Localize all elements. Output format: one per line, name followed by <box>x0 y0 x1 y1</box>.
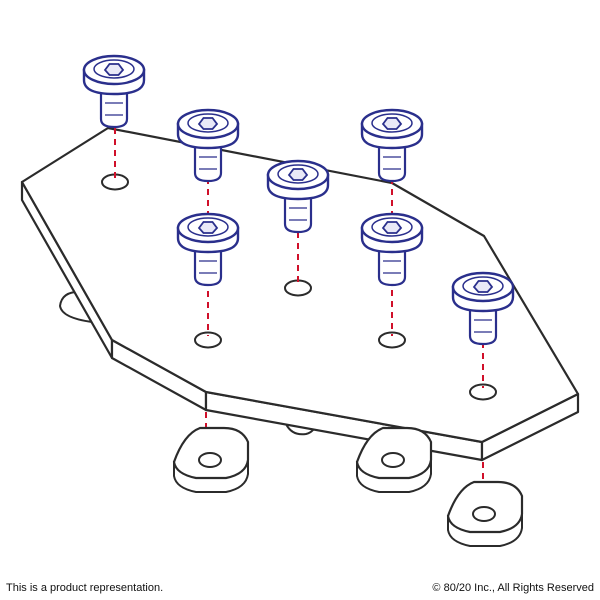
tnut <box>446 480 524 548</box>
screw <box>360 108 424 183</box>
copyright-text: © 80/20 Inc., All Rights Reserved <box>432 582 594 594</box>
plate-hole <box>469 383 497 401</box>
plate-hole <box>378 331 406 349</box>
tnut <box>172 426 250 494</box>
screw <box>82 54 146 129</box>
plate-hole <box>194 331 222 349</box>
mounting-holes <box>101 173 497 401</box>
disclaimer-text: This is a product representation. <box>6 582 164 594</box>
plate-hole <box>284 279 312 297</box>
